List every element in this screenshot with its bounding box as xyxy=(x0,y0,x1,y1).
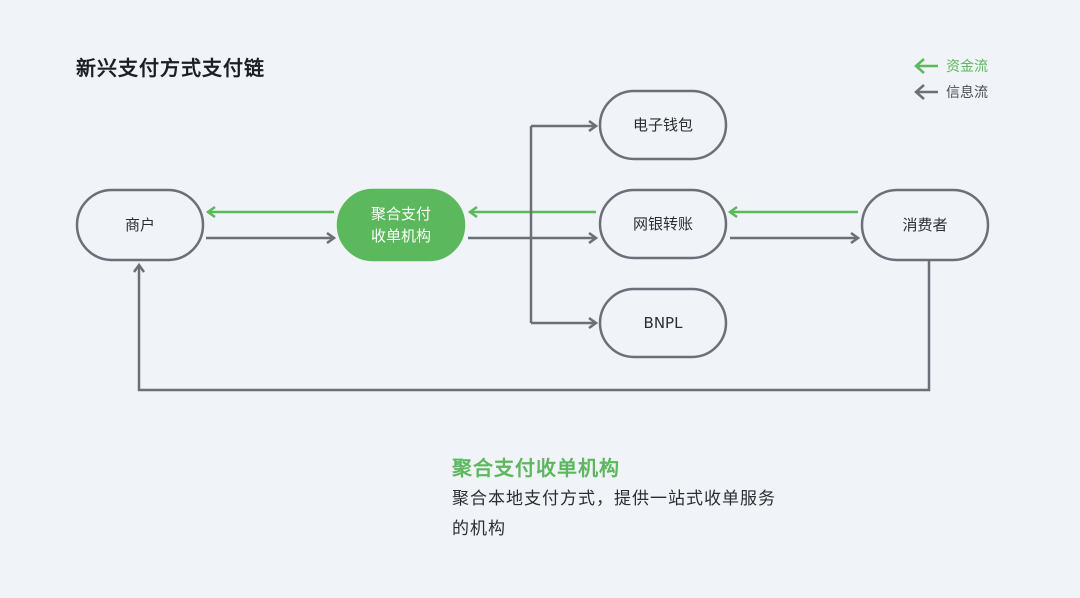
green-arrow-left-icon xyxy=(914,58,938,74)
node-aggregator-label-line1: 聚合支付 xyxy=(371,205,431,223)
node-ewallet-label: 电子钱包 xyxy=(633,116,693,134)
node-consumer-label: 消费者 xyxy=(902,216,947,234)
node-aggregator: 聚合支付 收单机构 xyxy=(336,188,466,262)
gray-arrow-left-icon xyxy=(914,84,938,100)
info-loop-consumer-to-merchant xyxy=(139,260,931,392)
node-bank-transfer-label: 网银转账 xyxy=(633,215,693,233)
legend-money-label: 资金流 xyxy=(946,59,988,75)
legend-info-label: 信息流 xyxy=(946,85,988,101)
node-bnpl-label: BNPL xyxy=(644,314,684,332)
description-body: 聚合本地支付方式，提供一站式收单服务的机构 xyxy=(452,489,776,539)
node-bnpl: BNPL xyxy=(598,287,728,359)
node-bank-transfer: 网银转账 xyxy=(598,188,728,260)
legend-money-flow: 资金流 xyxy=(912,54,988,78)
description-heading: 聚合支付收单机构 xyxy=(452,456,620,480)
node-ewallet: 电子钱包 xyxy=(598,89,728,161)
node-aggregator-label-line2: 收单机构 xyxy=(371,227,431,245)
node-merchant-label: 商户 xyxy=(125,216,155,234)
legend: 资金流 信息流 xyxy=(912,54,988,106)
legend-info-flow: 信息流 xyxy=(912,80,988,104)
node-merchant: 商户 xyxy=(75,188,205,262)
node-consumer: 消费者 xyxy=(860,188,990,262)
page-title: 新兴支付方式支付链 xyxy=(76,56,265,80)
